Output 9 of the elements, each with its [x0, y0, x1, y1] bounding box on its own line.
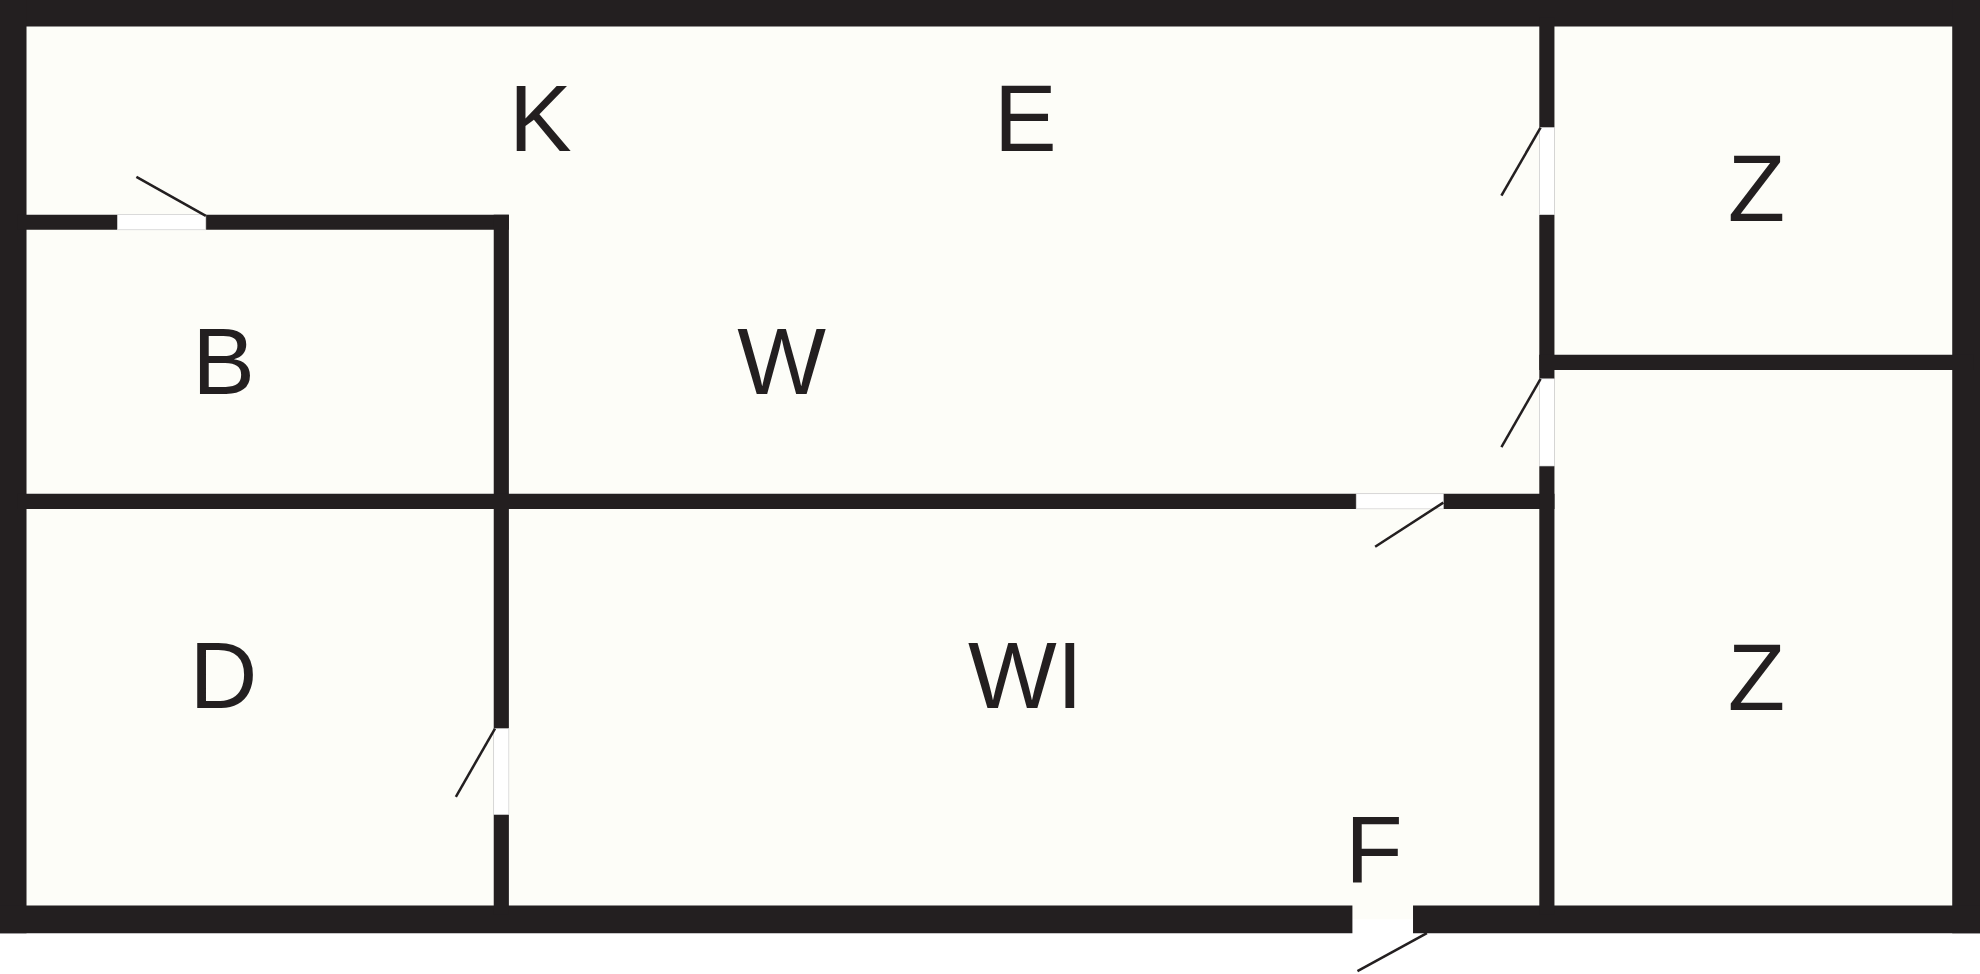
room-label: W — [737, 315, 826, 410]
room-label: B — [192, 315, 255, 410]
room-label: F — [1345, 802, 1403, 897]
room-label: Z — [1727, 142, 1786, 237]
room-label: D — [189, 628, 258, 723]
room-label: WI — [967, 628, 1083, 723]
room-label: E — [994, 71, 1057, 166]
room-label: Z — [1727, 631, 1786, 726]
room-label: K — [509, 71, 572, 166]
